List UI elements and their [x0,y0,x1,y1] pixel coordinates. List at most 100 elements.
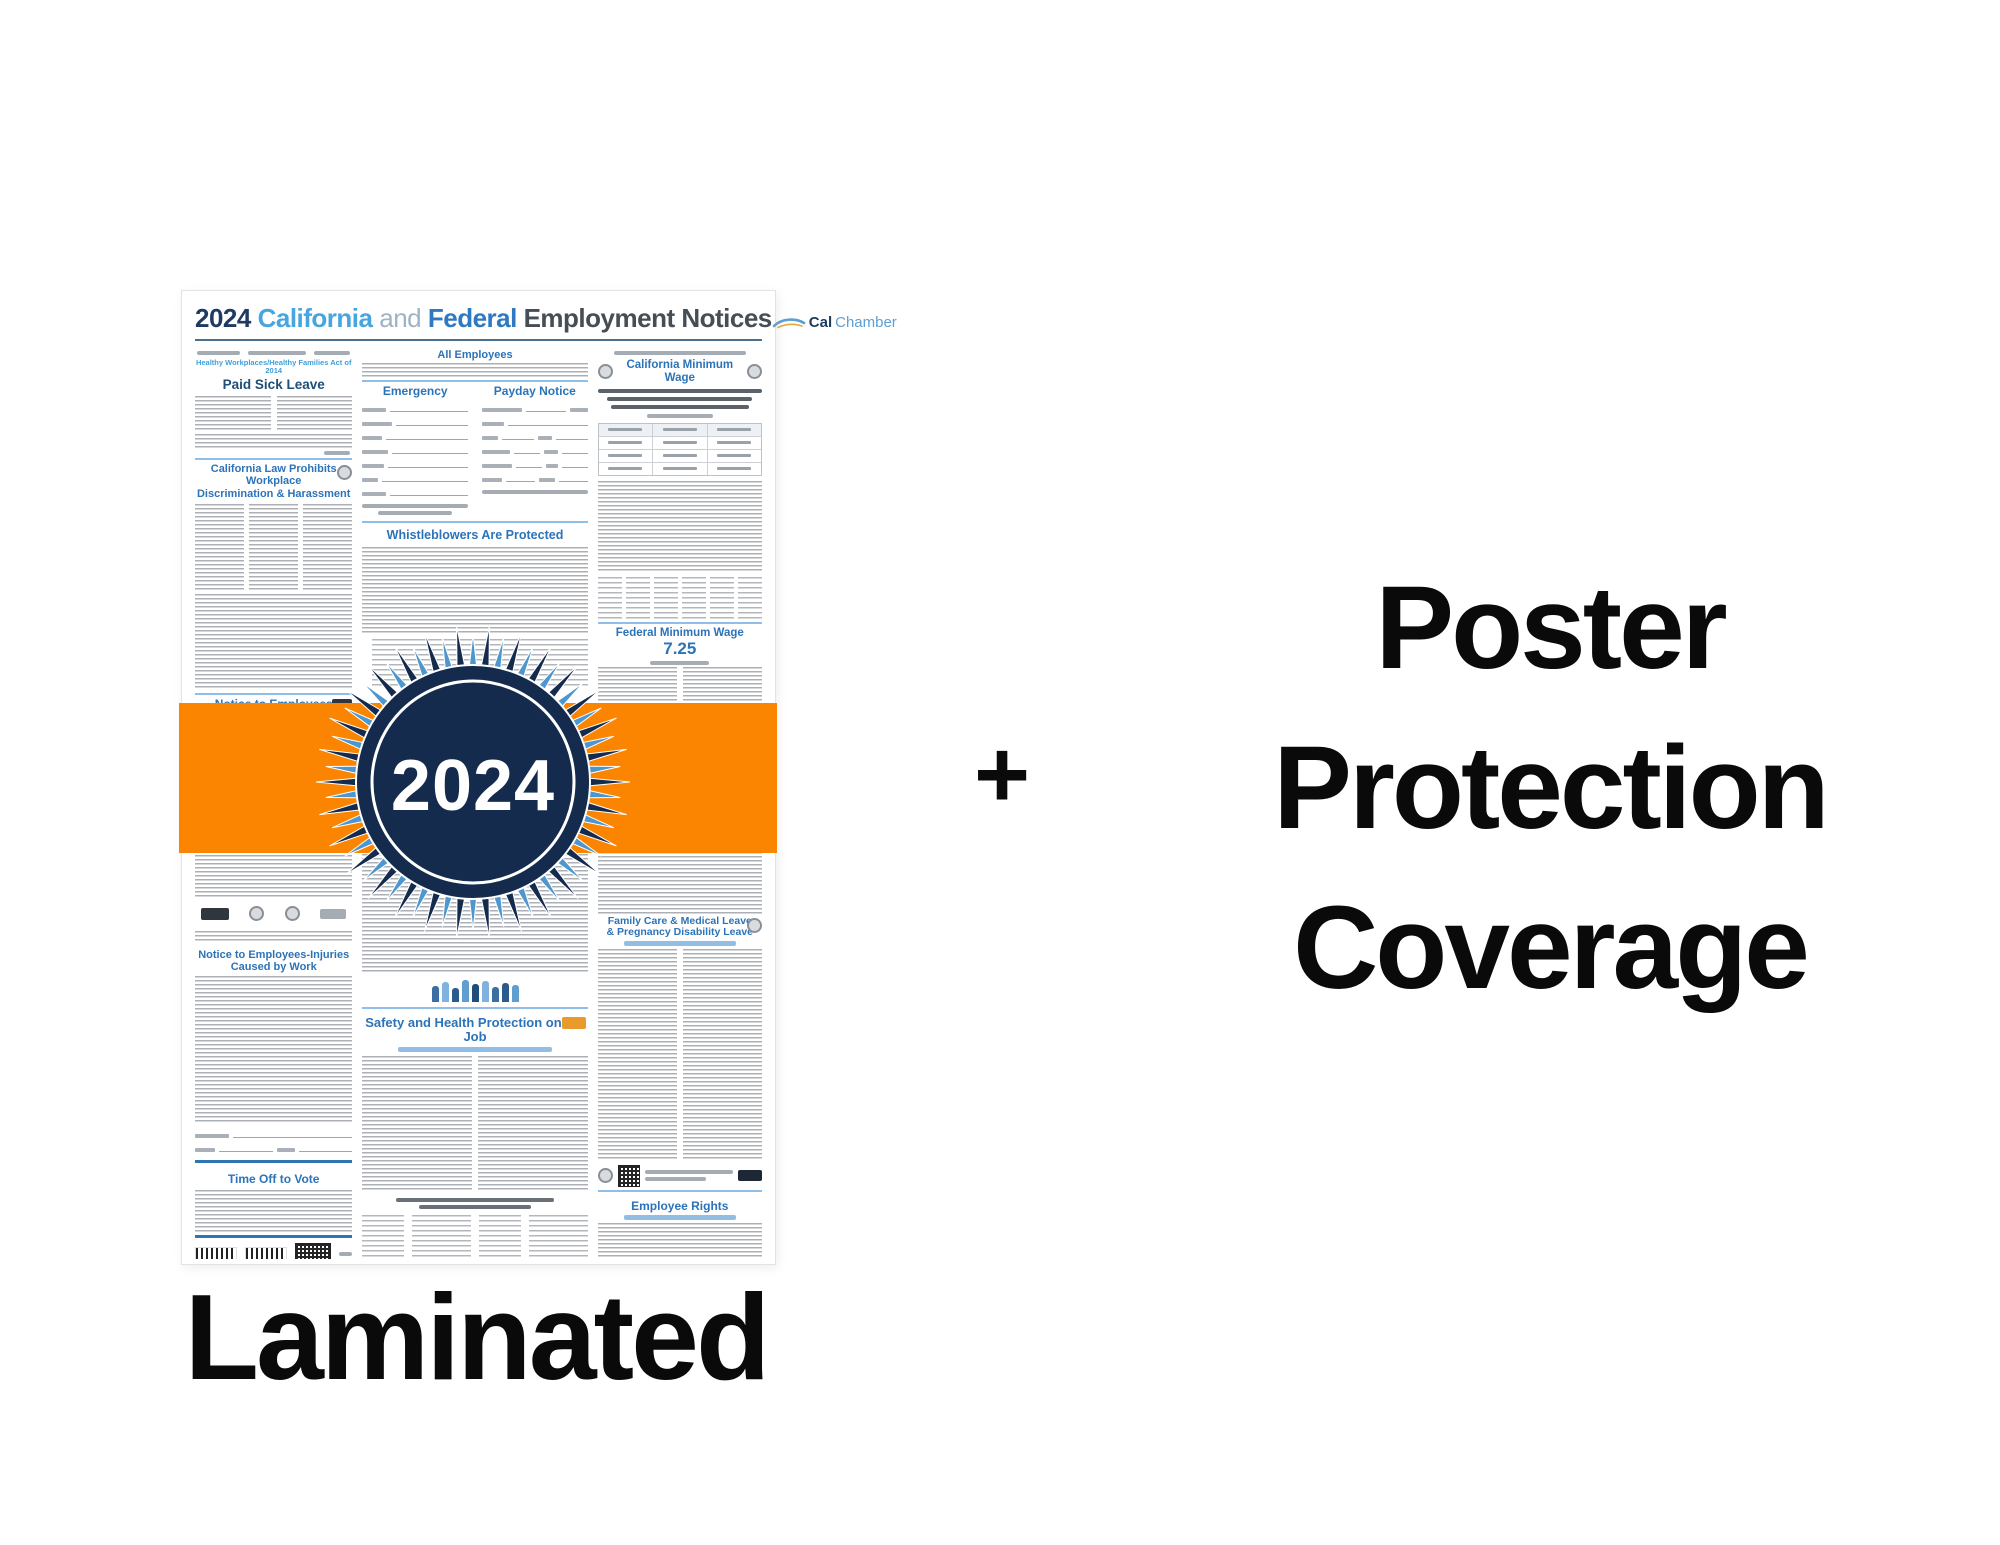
right-caption [646,414,713,419]
family-care-heading-row: Family Care & Medical Leave & Pregnancy … [598,914,762,939]
min-wage-table [597,423,762,477]
middle-rule-1 [362,380,588,383]
state-seal-icon [337,465,353,481]
left-caption-row [197,351,351,355]
left-act-title: Healthy Workplaces/Healthy Families Act … [195,358,352,376]
wage-listing-table [362,1214,588,1259]
family-line1: Family Care & Medical Leave [607,914,752,927]
agency-logo-icon [201,907,229,920]
left-vote-heading: Time Off to Vote [227,1172,320,1186]
discrimination-line2: Discrimination & Harassment [196,487,351,500]
form-row [362,430,469,441]
barcode-caption [339,1252,353,1259]
employee-rights-subcaption [623,1214,736,1220]
state-seal-icon [597,364,613,380]
coverage-line-1: Poster [1375,562,1727,694]
badge-inner-ring [370,679,576,885]
coverage-line-3: Coverage [1293,882,1810,1014]
left-fine-print-long [195,593,353,690]
left-fine-print-3col [195,503,353,590]
emergency-heading: Emergency [382,384,448,399]
year-badge: 2024 [315,625,631,939]
plus-sign: + [973,721,1031,828]
form-row [362,416,469,427]
qr-caption [644,1170,733,1182]
middle-rule-2 [362,521,588,524]
form-row [482,416,588,427]
right-qr-row [597,1164,762,1187]
title-federal: Federal [427,303,518,333]
coverage-line-2: Protection [1273,722,1830,854]
header-rule [195,339,762,341]
fed-min-wage-rate: 7.25 [663,638,697,658]
form-row [362,444,469,455]
state-seal-icon [747,364,762,380]
right-fine-print-2col [597,666,762,701]
right-fine-print [597,1222,762,1259]
left-injuries-heading: Notice to Employees-Injuries Caused by W… [198,948,350,973]
form-row [362,472,469,483]
right-rule-3 [597,1189,762,1192]
agency-seal-icon [249,906,265,922]
form-row [482,430,588,441]
barcode-icon [195,1247,237,1259]
form-row [482,458,588,469]
emergency-form: Emergency [362,384,469,516]
poster-header: 2024 California and Federal Employment N… [195,303,897,334]
form-row [482,472,588,483]
dol-seal-icon [597,1168,613,1184]
brand-cal: Cal [808,314,833,331]
middle-rule-3 [362,1007,588,1010]
middle-forms: Emergency Payday Notice [362,384,588,516]
left-discrimination-heading: California Law Prohibits Workplace Discr… [195,463,353,500]
middle-fine-print [362,363,588,378]
middle-bold-caption [362,1197,587,1209]
safety-heading-row: Safety and Health Protection on the Job [362,1016,587,1045]
right-bold-lines [597,389,762,410]
safety-heading: Safety and Health Protection on the Job [365,1015,585,1045]
right-fine-print-2col-long [597,948,762,1161]
title-suffix: Employment Notices [523,303,773,333]
left-agency-logos-row [195,899,352,929]
form-row [362,402,469,413]
people-graphic [362,974,587,1003]
form-row [482,402,588,413]
middle-fine-print [362,547,588,636]
barcode-icon [245,1247,287,1259]
badge-disc [355,664,591,900]
left-fine-print-long [195,976,353,1124]
fed-rate-caption [650,660,710,665]
form-row [362,486,469,497]
left-rule-1 [195,458,353,461]
family-care-subcaption [623,940,736,946]
family-line2: & Pregnancy Disability Leave [606,926,754,939]
laminated-label: Laminated [184,1269,770,1405]
agency-seal-icon [284,906,300,922]
state-seal-icon [747,917,762,933]
left-fine-print [195,434,353,449]
fed-min-wage-heading: Federal Minimum Wage [615,627,744,640]
qr-code-icon [617,1164,640,1187]
left-fine-print [195,930,353,941]
right-rule-1 [597,622,762,625]
left-mini-bar [197,451,351,456]
left-barcode-row [195,1243,353,1259]
badge-year-label: 2024 [391,746,555,826]
middle-fine-print-2col [362,1055,588,1190]
right-fine-print [597,481,762,574]
ca-min-wage-heading-row: California Minimum Wage [597,359,762,384]
left-fine-print-2col [195,396,353,431]
form-row [362,458,469,469]
left-paid-sick-leave-heading: Paid Sick Leave [222,376,325,392]
poster-title: 2024 California and Federal Employment N… [195,303,772,334]
title-and: and [379,303,422,333]
right-caption [614,351,746,355]
all-employees-heading: All Employees [437,349,513,361]
left-rule-4 [195,1235,353,1239]
qr-code-icon [295,1243,331,1259]
title-california: California [257,303,373,333]
safety-subcaption [398,1046,552,1052]
left-rule-2 [195,692,353,695]
